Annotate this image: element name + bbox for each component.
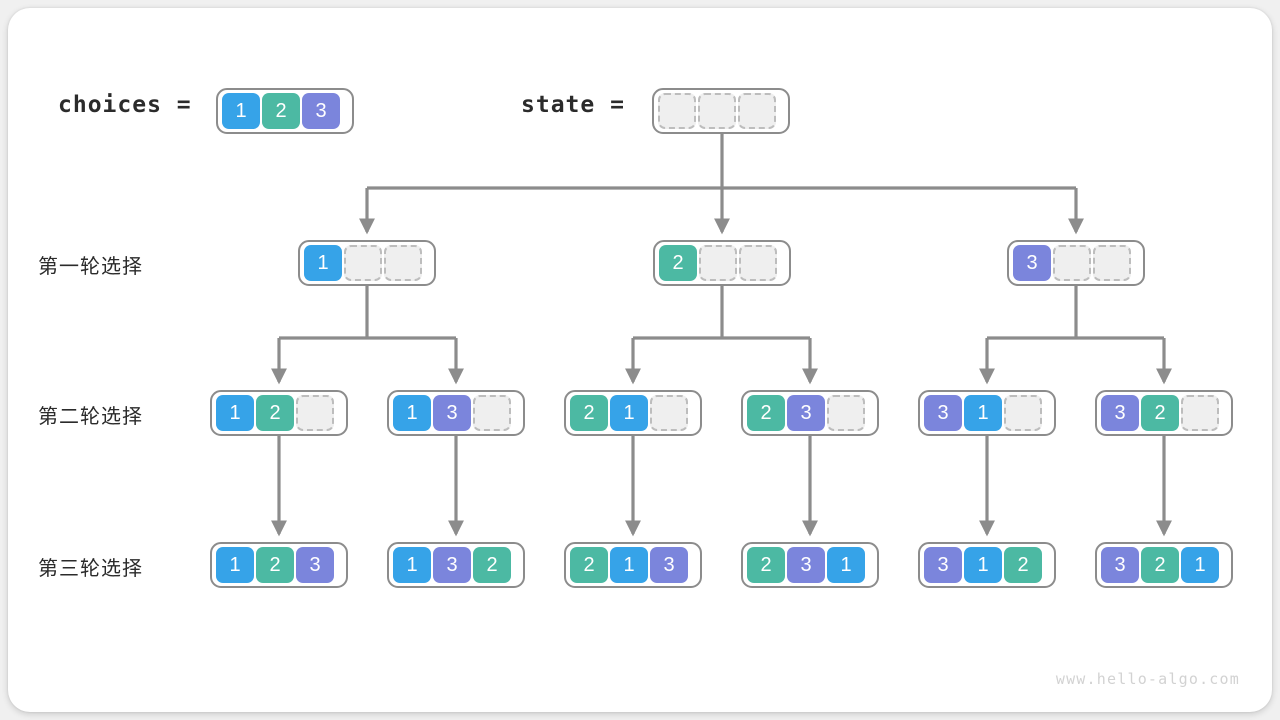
diagram-card <box>8 8 1272 712</box>
array-cell-filled: 2 <box>1004 547 1042 583</box>
row-label-round-1: 第一轮选择 <box>38 256 143 278</box>
array-cell-filled: 1 <box>964 395 1002 431</box>
array-cell-filled: 3 <box>924 395 962 431</box>
array-cell-filled: 2 <box>256 547 294 583</box>
round-1-state-2[interactable]: 2 <box>653 240 791 286</box>
row-label-round-3: 第三轮选择 <box>38 558 143 580</box>
state-label: state = <box>521 92 625 118</box>
array-cell-filled: 3 <box>433 547 471 583</box>
round-1-state-3[interactable]: 3 <box>1007 240 1145 286</box>
array-cell-filled: 3 <box>302 93 340 129</box>
array-cell-empty <box>384 245 422 281</box>
array-cell-filled: 1 <box>393 547 431 583</box>
array-cell-empty <box>296 395 334 431</box>
array-cell-filled: 3 <box>1013 245 1051 281</box>
array-cell-filled: 3 <box>433 395 471 431</box>
array-cell-filled: 3 <box>650 547 688 583</box>
array-cell-filled: 3 <box>924 547 962 583</box>
array-cell-empty <box>827 395 865 431</box>
array-cell-filled: 1 <box>393 395 431 431</box>
array-cell-filled: 3 <box>1101 395 1139 431</box>
array-cell-empty <box>739 245 777 281</box>
array-cell-filled: 2 <box>473 547 511 583</box>
array-cell-filled: 2 <box>570 395 608 431</box>
array-cell-filled: 2 <box>747 395 785 431</box>
watermark: www.hello-algo.com <box>1055 670 1240 688</box>
array-cell-filled: 2 <box>659 245 697 281</box>
array-cell-empty <box>1004 395 1042 431</box>
array-cell-filled: 1 <box>216 547 254 583</box>
array-cell-filled: 1 <box>1181 547 1219 583</box>
round-1-state-1[interactable]: 1 <box>298 240 436 286</box>
array-cell-filled: 1 <box>222 93 260 129</box>
array-cell-empty <box>1181 395 1219 431</box>
array-cell-filled: 3 <box>1101 547 1139 583</box>
array-cell-empty <box>344 245 382 281</box>
array-cell-filled: 2 <box>256 395 294 431</box>
array-cell-empty <box>650 395 688 431</box>
row-label-round-2: 第二轮选择 <box>38 406 143 428</box>
array-cell-filled: 2 <box>747 547 785 583</box>
array-cell-filled: 1 <box>216 395 254 431</box>
array-cell-filled: 3 <box>787 547 825 583</box>
array-cell-empty <box>698 93 736 129</box>
array-cell-filled: 2 <box>1141 547 1179 583</box>
array-cell-filled: 2 <box>570 547 608 583</box>
array-cell-empty <box>473 395 511 431</box>
array-cell-filled: 1 <box>964 547 1002 583</box>
array-cell-filled: 3 <box>296 547 334 583</box>
state-array[interactable] <box>652 88 790 134</box>
array-cell-filled: 1 <box>610 395 648 431</box>
array-cell-empty <box>1053 245 1091 281</box>
array-cell-filled: 1 <box>304 245 342 281</box>
array-cell-filled: 2 <box>262 93 300 129</box>
array-cell-empty <box>658 93 696 129</box>
array-cell-empty <box>699 245 737 281</box>
array-cell-empty <box>738 93 776 129</box>
array-cell-empty <box>1093 245 1131 281</box>
array-cell-filled: 1 <box>610 547 648 583</box>
choices-label: choices = <box>58 92 192 118</box>
array-cell-filled: 3 <box>787 395 825 431</box>
array-cell-filled: 1 <box>827 547 865 583</box>
array-cell-filled: 2 <box>1141 395 1179 431</box>
